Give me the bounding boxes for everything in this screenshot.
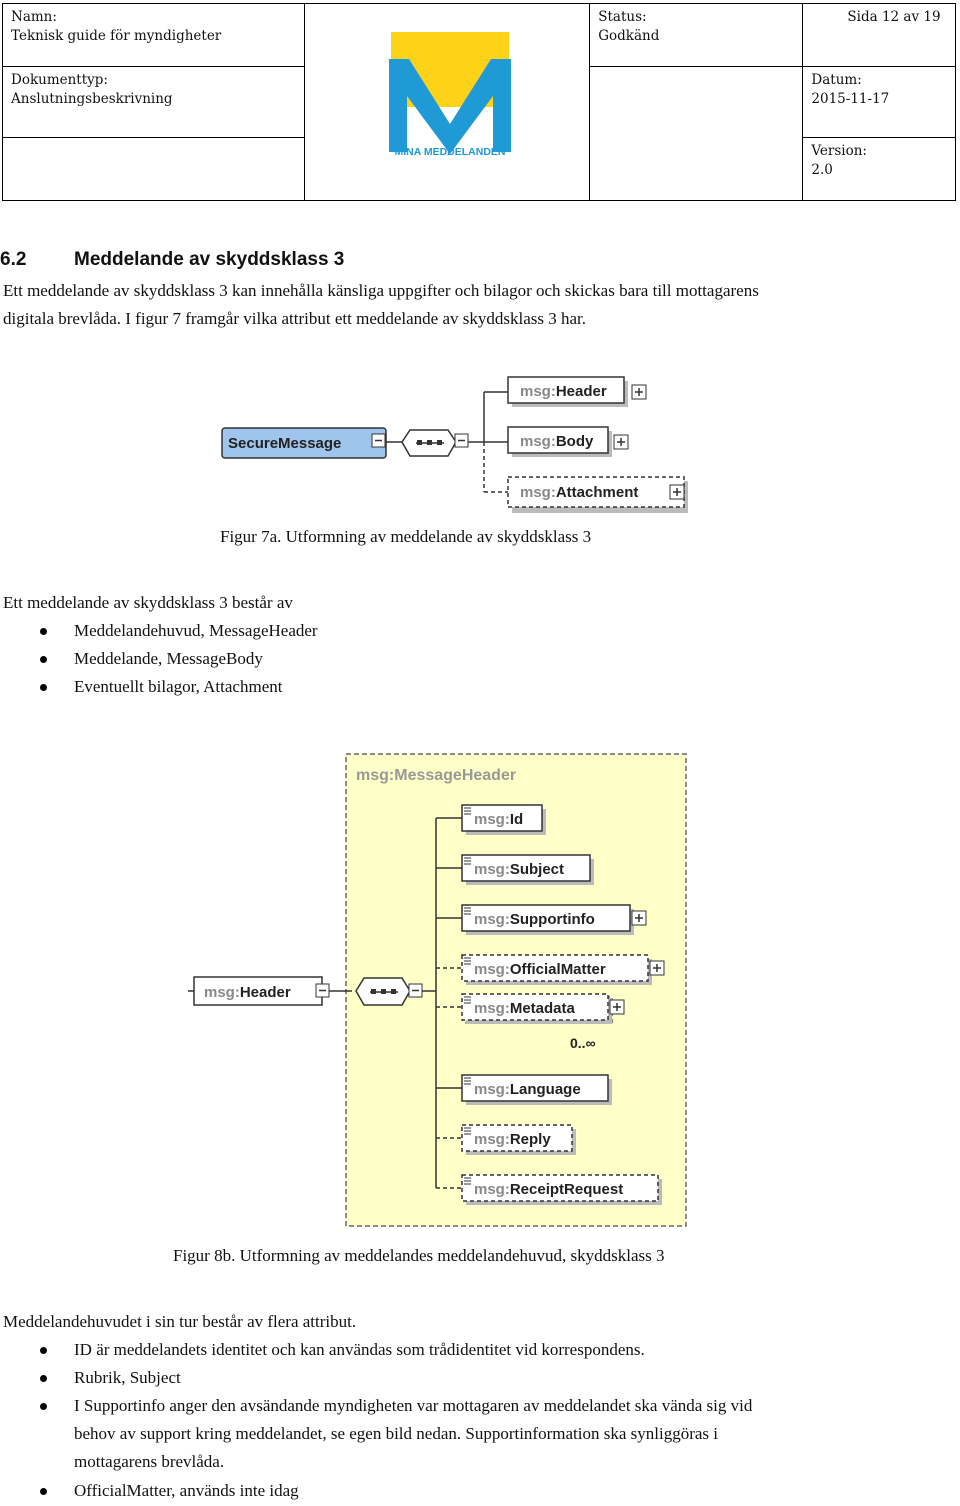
mina-meddelanden-logo: MINA MEDDELANDEN [389, 32, 512, 158]
fig8-node-label: msg:Id [474, 811, 523, 828]
fig8-header-root-label: msg:Header [204, 984, 291, 1001]
section-number: 6.2 [0, 249, 27, 270]
fig8-node-supportinfo: msg:Supportinfo [436, 904, 647, 935]
fig8-node-metadata: msg:Metadata [436, 993, 625, 1024]
figure-7a-caption: Figur 7a. Utformning av meddelande av sk… [220, 527, 592, 546]
datum-label: Datum: [811, 72, 862, 88]
intro-line-1: Ett meddelande av skyddsklass 3 kan inne… [3, 281, 759, 300]
expand-icon [649, 960, 665, 976]
page-cell: Sida 12 av 19 [802, 3, 956, 67]
figure-8b-caption: Figur 8b. Utformning av meddelandes medd… [173, 1246, 665, 1265]
doktyp-value: Anslutningsbeskrivning [11, 91, 173, 107]
status-label: Status: [598, 9, 647, 25]
empty-cell [589, 66, 804, 201]
fig7-header-node [507, 376, 625, 404]
section-heading: 6.2 Meddelande av skyddsklass 3 [0, 249, 344, 271]
blank-cell [1, 137, 306, 201]
fig8-node-label: msg:ReceiptRequest [474, 1181, 623, 1198]
fig8-nodes: msg:Id msg:Subject msg:Supportinfo msg:Offi… [435, 804, 665, 1205]
fig8-node-label: msg:Subject [474, 861, 564, 878]
fig7-attachment-label: msg:Attachment [520, 484, 638, 501]
fig8-node-label: msg:OfficialMatter [474, 961, 606, 978]
list1-intro: Ett meddelande av skyddsklass 3 består a… [3, 593, 293, 612]
page-number: Sida 12 av 19 [847, 9, 941, 25]
status-cell: Status: Godkänd [589, 3, 804, 67]
version-cell: Version: 2.0 [802, 137, 956, 201]
doktyp-label: Dokumenttyp: [11, 72, 108, 88]
fig8-node-receiptrequest: msg:ReceiptRequest [436, 1174, 662, 1205]
fig8-node-id: msg:Id [436, 804, 546, 835]
version-value: 2.0 [811, 162, 833, 178]
fig7-body-node [507, 426, 609, 454]
fig8-node-reply: msg:Reply [436, 1124, 576, 1155]
fig8-header-root-node [193, 976, 323, 1006]
fig7-attachment-node [507, 476, 685, 508]
expand-icon [609, 999, 625, 1015]
fig7-body-label: msg:Body [520, 433, 594, 450]
logo-cell: MINA MEDDELANDEN [304, 3, 591, 201]
intro-line-2: digitala brevlåda. I figur 7 framgår vil… [3, 309, 587, 328]
section-title: Meddelande av skyddsklass 3 [74, 249, 345, 270]
messageheader-type-title: msg:MessageHeader [356, 767, 516, 784]
figure-7a-diagram: SecureMessage msg:Header msg:Body msg:At… [221, 376, 688, 513]
securemessage-node [221, 427, 387, 459]
fig8-node-officialmatter: msg:OfficialMatter [436, 954, 665, 985]
figure-8b-diagram: msg:MessageHeader msg:Id msg:Subject msg:S… [188, 753, 687, 1227]
datum-value: 2015-11-17 [811, 91, 890, 107]
list2-intro: Meddelandehuvudet i sin tur består av fl… [3, 1312, 357, 1331]
version-label: Version: [811, 143, 867, 159]
expand-icon [631, 910, 647, 926]
securemessage-label: SecureMessage [228, 435, 341, 452]
status-value: Godkänd [598, 28, 660, 44]
namn-cell: Namn: Teknisk guide för myndigheter [1, 3, 306, 67]
fig7-header-label: msg:Header [520, 383, 607, 400]
fig8-node-language: msg:Language [436, 1074, 612, 1105]
logo-text: MINA MEDDELANDEN [395, 146, 506, 158]
namn-label: Namn: [11, 9, 57, 25]
doktyp-cell: Dokumenttyp: Anslutningsbeskrivning [1, 66, 306, 138]
fig8-node-label: msg:Supportinfo [474, 911, 595, 928]
logo-m-shape [389, 59, 512, 154]
fig8-node-label: msg:Reply [474, 1131, 551, 1148]
fig8-node-label: msg:Language [474, 1081, 581, 1098]
document-header: Namn: Teknisk guide för myndigheter MINA… [1, 3, 956, 201]
metadata-cardinality: 0..∞ [570, 1035, 596, 1051]
fig8-node-subject: msg:Subject [436, 854, 594, 885]
fig8-node-label: msg:Metadata [474, 1000, 576, 1017]
namn-value: Teknisk guide för myndigheter [11, 28, 222, 44]
datum-cell: Datum: 2015-11-17 [802, 66, 956, 138]
